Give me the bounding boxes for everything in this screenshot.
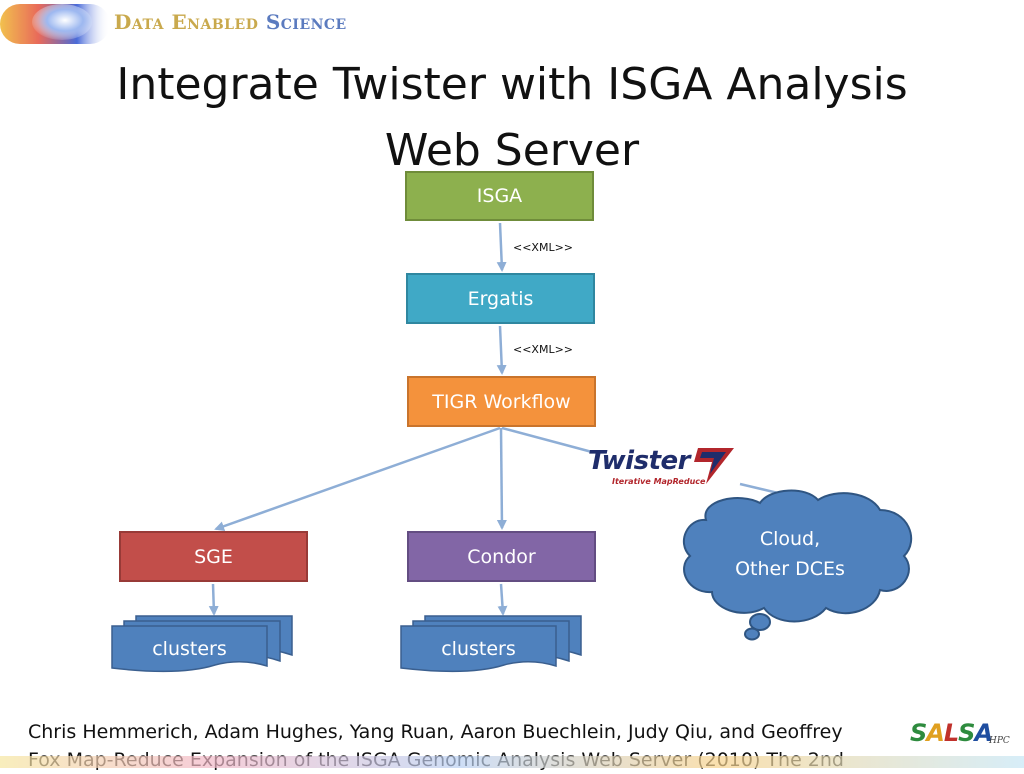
node-ergatis: Ergatis [406,273,595,324]
twister-logo-word: Twister [588,446,690,476]
cloud-label-line2: Other DCEs [735,558,845,580]
header-word-enabled: Enabled [171,10,259,34]
slide-title: Integrate Twister with ISGA Analysis Web… [60,52,964,184]
data-enabled-science-logo-art [0,4,110,44]
cloud-label: Cloud, Other DCEs [716,524,864,584]
clusters-left-label: clusters [152,638,227,660]
arrow-condor-clusters [497,583,508,616]
salsa-letter-5: A [974,719,993,747]
arrow-ergatis-tigr [496,325,507,375]
clusters-right-label: clusters [441,638,516,660]
arrow-tigr-condor [496,427,507,530]
header-word-data: Data [114,10,164,34]
arrow-tigr-twister [501,426,593,454]
citation-line1: Chris Hemmerich, Adam Hughes, Yang Ruan,… [28,721,843,743]
data-enabled-science-wordmark: Data Enabled Science [114,10,347,34]
clusters-left-shape [111,615,293,673]
arrow-tigr-sge [214,426,501,532]
edge-label-isga-ergatis: <<XML>> [513,241,574,254]
header-word-science: Science [265,10,347,34]
salsa-letter-3: L [943,719,959,747]
twister-logo-art [694,448,734,484]
cloud-shape [682,489,913,641]
arrow-isga-ergatis [496,222,507,272]
arrow-sge-clusters [208,583,219,616]
node-sge: SGE [119,531,308,582]
bottom-color-strip [0,756,1024,768]
slide-title-line1: Integrate Twister with ISGA Analysis [116,59,908,110]
edge-label-ergatis-tigr: <<XML>> [513,343,574,356]
node-tigr-workflow: TIGR Workflow [407,376,596,427]
salsa-letter-1: S [910,719,927,747]
node-isga: ISGA [405,171,594,221]
node-condor: Condor [407,531,596,582]
clusters-right-shape [400,615,582,673]
slide-title-line2: Web Server [384,125,640,176]
twister-logo-subtitle: Iterative MapReduce [612,477,706,486]
cloud-label-line1: Cloud, [759,528,821,550]
salsa-letter-4: S [958,719,975,747]
salsa-hpc-suffix: HPC [989,736,1010,746]
salsa-hpc-logo: SALSA [910,719,993,747]
salsa-letter-2: A [926,719,945,747]
